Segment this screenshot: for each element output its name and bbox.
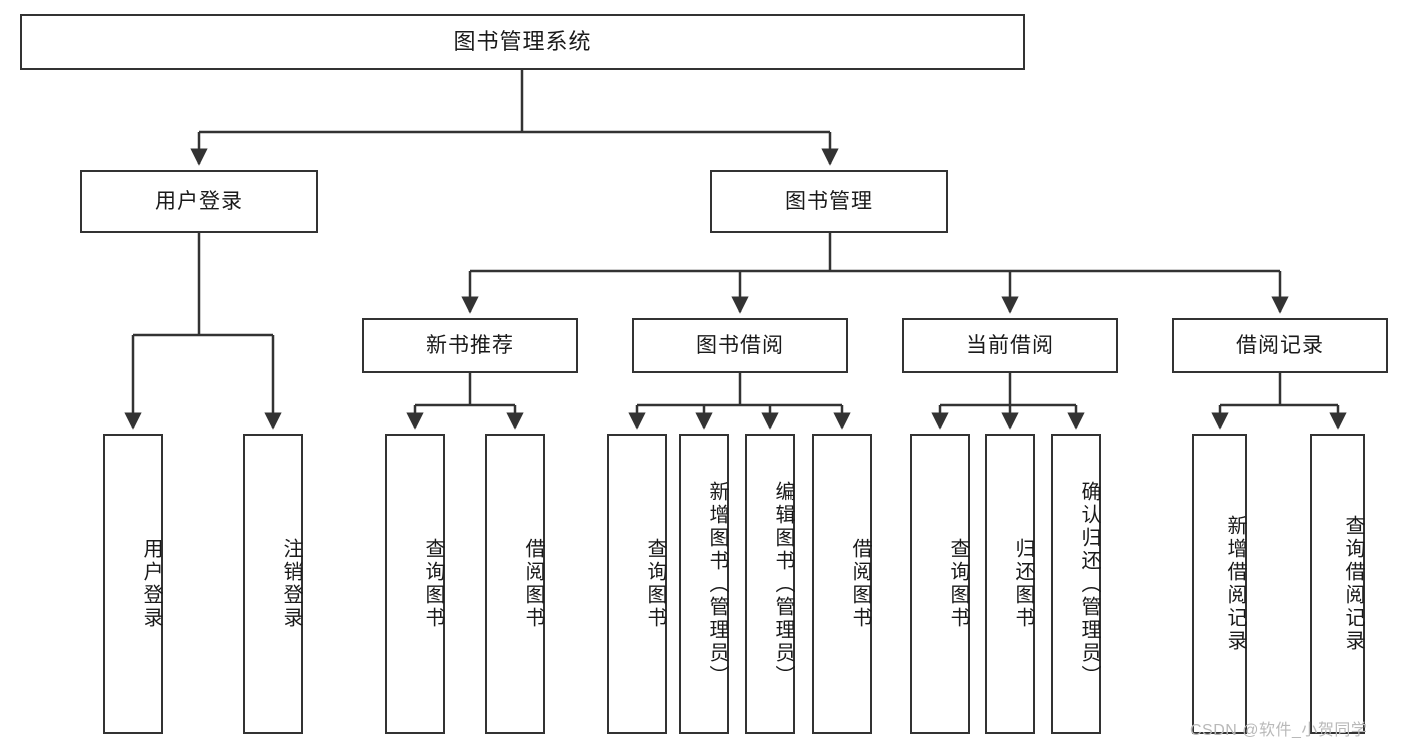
node-current-borrow[interactable]: 当前借阅 bbox=[902, 318, 1118, 373]
node-label: 编辑图书（管理员） bbox=[772, 480, 794, 688]
node-label: 注销登录 bbox=[280, 538, 302, 630]
node-label: 图书管理系统 bbox=[453, 28, 592, 54]
node-label: 图书管理 bbox=[785, 189, 873, 213]
node-borrow-record[interactable]: 借阅记录 bbox=[1172, 318, 1388, 373]
leaf-query-borrow-record[interactable]: 查询借阅记录 bbox=[1310, 434, 1365, 734]
node-label: 图书借阅 bbox=[696, 333, 784, 357]
node-label: 借阅图书 bbox=[849, 538, 871, 630]
node-label: 用户登录 bbox=[140, 538, 162, 630]
node-label: 查询借阅记录 bbox=[1342, 515, 1364, 653]
node-label: 查询图书 bbox=[644, 538, 666, 630]
leaf-borrow-book[interactable]: 借阅图书 bbox=[812, 434, 872, 734]
leaf-add-book-admin[interactable]: 新增图书（管理员） bbox=[679, 434, 729, 734]
node-label: 查询图书 bbox=[422, 538, 444, 630]
node-label: 新增借阅记录 bbox=[1224, 515, 1246, 653]
node-label: 当前借阅 bbox=[966, 333, 1054, 357]
leaf-query-book-borrow[interactable]: 查询图书 bbox=[607, 434, 667, 734]
leaf-query-book-current[interactable]: 查询图书 bbox=[910, 434, 970, 734]
node-label: 新书推荐 bbox=[426, 333, 514, 357]
node-label: 用户登录 bbox=[155, 189, 243, 213]
node-label: 新增图书（管理员） bbox=[706, 480, 728, 688]
node-system-root[interactable]: 图书管理系统 bbox=[20, 14, 1025, 70]
node-new-book-recommend[interactable]: 新书推荐 bbox=[362, 318, 578, 373]
node-label: 借阅图书 bbox=[522, 538, 544, 630]
leaf-return-book[interactable]: 归还图书 bbox=[985, 434, 1035, 734]
leaf-logout[interactable]: 注销登录 bbox=[243, 434, 303, 734]
node-label: 借阅记录 bbox=[1236, 333, 1324, 357]
node-book-borrow[interactable]: 图书借阅 bbox=[632, 318, 848, 373]
leaf-user-login[interactable]: 用户登录 bbox=[103, 434, 163, 734]
csdn-watermark: CSDN @软件_小贺同学 bbox=[1190, 722, 1368, 739]
node-label: 查询图书 bbox=[947, 538, 969, 630]
leaf-edit-book-admin[interactable]: 编辑图书（管理员） bbox=[745, 434, 795, 734]
node-book-manage[interactable]: 图书管理 bbox=[710, 170, 948, 233]
leaf-borrow-book-recommend[interactable]: 借阅图书 bbox=[485, 434, 545, 734]
node-label: 确认归还（管理员） bbox=[1078, 480, 1100, 688]
leaf-add-borrow-record[interactable]: 新增借阅记录 bbox=[1192, 434, 1247, 734]
node-label: 归还图书 bbox=[1012, 538, 1034, 630]
leaf-confirm-return-admin[interactable]: 确认归还（管理员） bbox=[1051, 434, 1101, 734]
leaf-query-book-recommend[interactable]: 查询图书 bbox=[385, 434, 445, 734]
node-user-login[interactable]: 用户登录 bbox=[80, 170, 318, 233]
